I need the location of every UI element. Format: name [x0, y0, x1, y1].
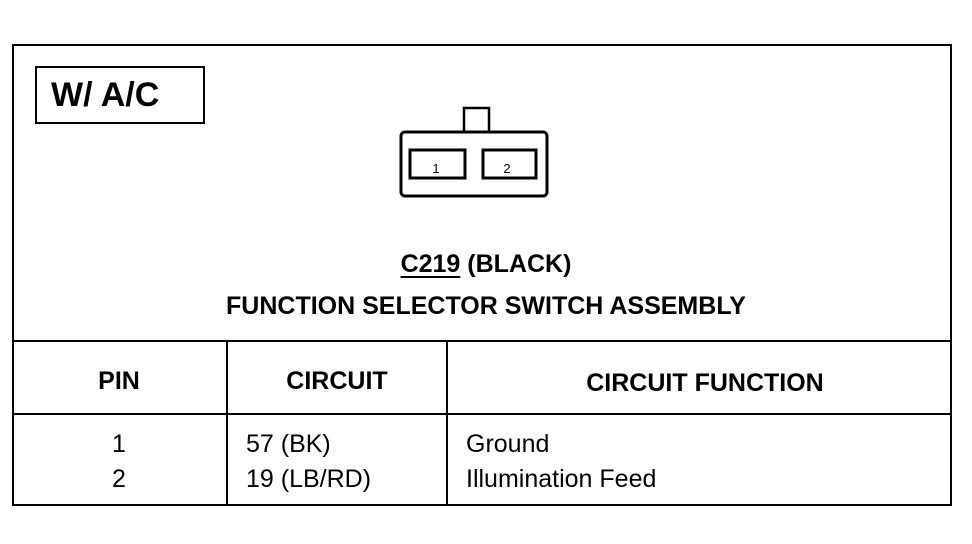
row-1-function: Ground	[466, 430, 550, 458]
connector-face-drawing: 1 2	[399, 106, 549, 198]
table-column-divider	[226, 340, 228, 506]
header-circuit: CIRCUIT	[286, 367, 388, 395]
pin-2-label: 2	[503, 161, 510, 176]
connector-body	[399, 130, 549, 198]
connector-lock-tab	[462, 106, 491, 134]
pinout-table: PIN CIRCUIT CIRCUIT FUNCTION 1 57 (BK) G…	[12, 340, 952, 506]
pin-2-cavity	[481, 148, 538, 180]
pin-1-label: 1	[432, 161, 439, 176]
table-top-rule	[12, 340, 952, 342]
row-2-pin: 2	[112, 465, 126, 493]
connector-heading: C219 (BLACK)	[0, 250, 972, 279]
table-column-divider	[446, 340, 448, 506]
header-circuit-function: CIRCUIT FUNCTION	[586, 369, 824, 397]
header-pin: PIN	[98, 367, 140, 395]
pin-1-cavity	[408, 148, 467, 180]
table-header-rule	[12, 413, 952, 415]
row-2-circuit: 19 (LB/RD)	[246, 465, 372, 493]
connector-name: FUNCTION SELECTOR SWITCH ASSEMBLY	[226, 292, 746, 320]
row-1-circuit: 57 (BK)	[246, 430, 331, 458]
connector-color: (BLACK)	[467, 250, 572, 278]
variant-label: W/ A/C	[35, 66, 205, 124]
row-2-function: Illumination Feed	[466, 465, 657, 493]
connector-diagram-frame	[12, 44, 952, 506]
row-1-pin: 1	[112, 430, 126, 458]
connector-id: C219	[400, 250, 461, 278]
